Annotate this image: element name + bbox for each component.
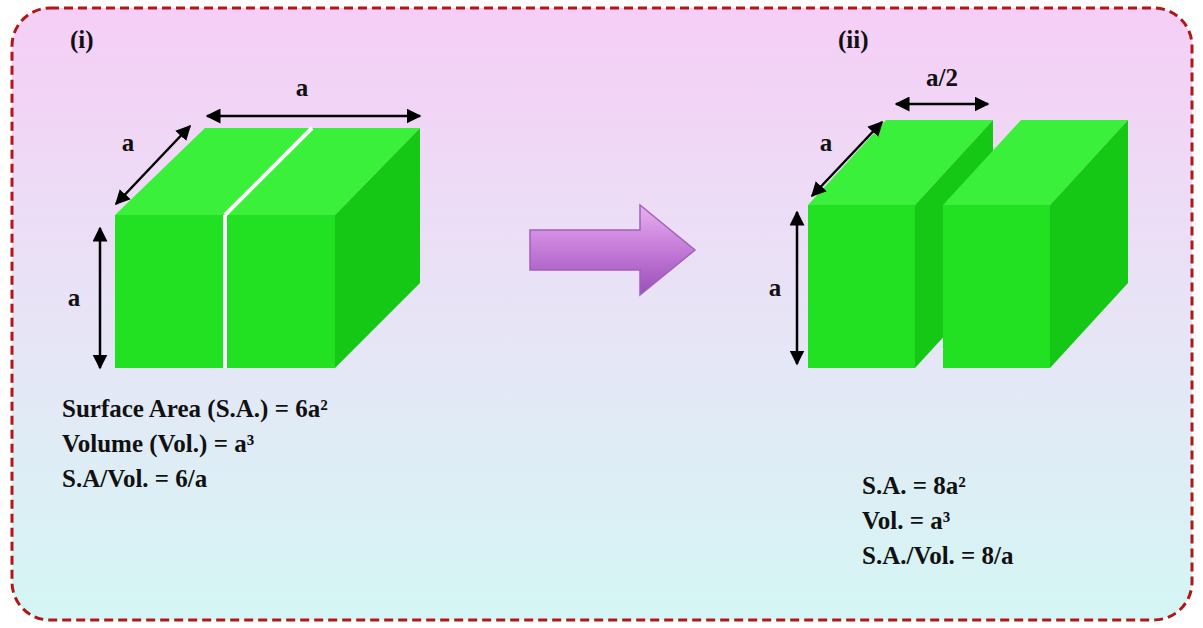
formula: S.A/Vol. = 6/a: [62, 465, 207, 493]
dimension-label: a: [122, 129, 135, 157]
panel-number: (i): [70, 26, 94, 54]
dimension-label: a: [769, 274, 782, 302]
dimension-arrow: [207, 115, 420, 118]
dimension-arrow: [796, 212, 799, 364]
dimension-label: a: [296, 74, 309, 102]
formula: Surface Area (S.A.) = 6a²: [62, 395, 328, 423]
formula: Volume (Vol.) = a³: [62, 430, 254, 458]
dimension-arrow: [99, 228, 102, 368]
transition-arrow: [530, 205, 695, 295]
dimension-label: a: [820, 129, 833, 157]
cube-half: [943, 120, 1128, 368]
cube: [115, 128, 420, 368]
dimension-arrow: [812, 122, 882, 196]
dimension-arrow: [116, 126, 190, 204]
panel-number: (ii): [838, 26, 869, 54]
formula: S.A./Vol. = 8/a: [862, 542, 1014, 570]
dimension-label: a: [68, 284, 81, 312]
dimension-arrow: [896, 103, 988, 106]
panel-border: [12, 8, 1192, 620]
dimension-label: a/2: [926, 64, 958, 92]
formula: S.A. = 8a²: [862, 472, 966, 500]
formula: Vol. = a³: [862, 507, 950, 535]
